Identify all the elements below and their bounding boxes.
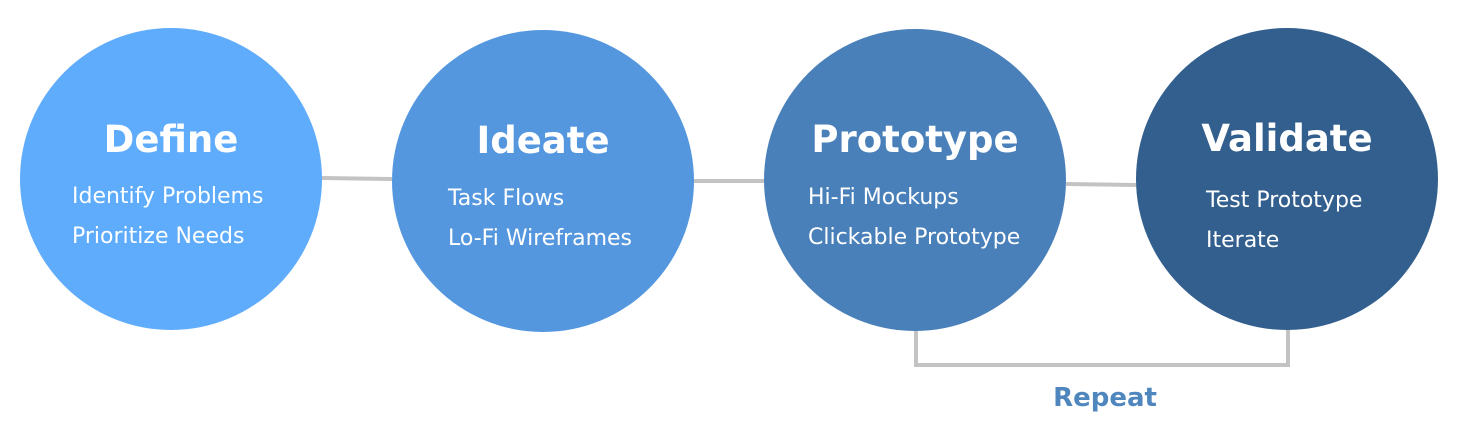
stage-validate-circle: Validate Test Prototype Iterate	[1136, 28, 1438, 330]
stage-item: Prioritize Needs	[72, 224, 245, 249]
stage-item: Identify Problems	[72, 184, 264, 209]
stage-item: Hi-Fi Mockups	[808, 185, 959, 210]
stage-item-list: Identify Problems Prioritize Needs	[72, 177, 263, 257]
stage-title: Define	[103, 118, 239, 161]
repeat-loop-bracket	[914, 328, 1290, 367]
stage-title: Validate	[1201, 117, 1373, 160]
connector-define-ideate	[321, 176, 393, 181]
stage-item-list: Task Flows Lo-Fi Wireframes	[448, 179, 632, 259]
stage-item-list: Test Prototype Iterate	[1206, 181, 1362, 261]
stage-ideate-circle: Ideate Task Flows Lo-Fi Wireframes	[392, 30, 694, 332]
stage-define-circle: Define Identify Problems Prioritize Need…	[20, 28, 322, 330]
stage-item: Task Flows	[448, 186, 565, 211]
stage-prototype-circle: Prototype Hi-Fi Mockups Clickable Protot…	[764, 29, 1066, 331]
stage-title: Ideate	[476, 119, 610, 162]
stage-item: Lo-Fi Wireframes	[448, 226, 633, 251]
stage-title: Prototype	[811, 118, 1019, 161]
repeat-label: Repeat	[1053, 383, 1157, 413]
connector-prototype-validate	[1065, 182, 1137, 187]
stage-item: Iterate	[1206, 228, 1280, 253]
stage-item: Clickable Prototype	[808, 225, 1021, 250]
stage-item-list: Hi-Fi Mockups Clickable Prototype	[808, 178, 1020, 258]
stage-item: Test Prototype	[1206, 188, 1363, 213]
